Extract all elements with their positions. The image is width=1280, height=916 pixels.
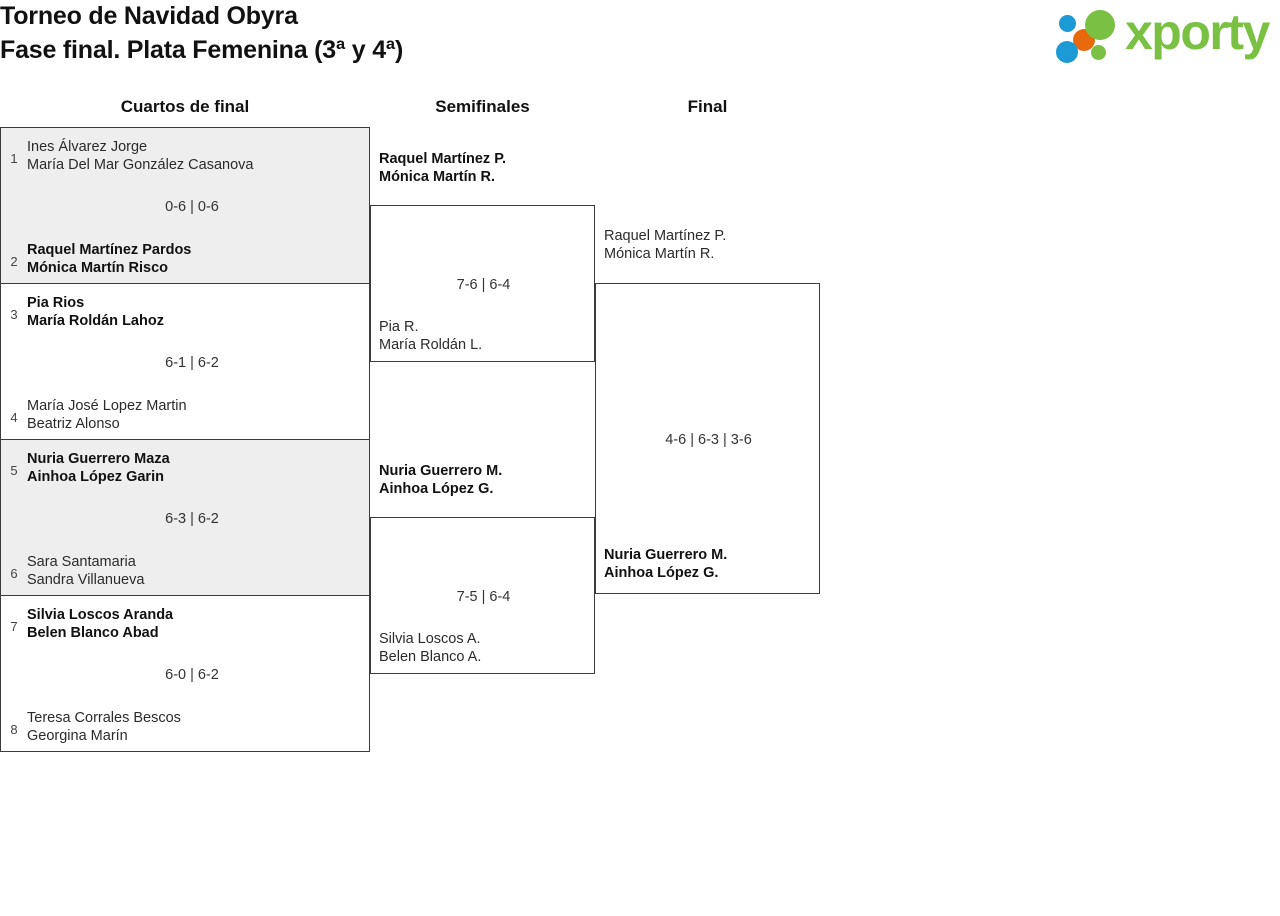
player-name: Nuria Guerrero M. <box>379 463 503 479</box>
player-name: Sandra Villanueva <box>27 572 145 588</box>
quarterfinal-match-3[interactable]: 5 Nuria Guerrero Maza Ainhoa López Garin… <box>0 439 370 596</box>
player-name: Nuria Guerrero M. <box>604 547 728 563</box>
player-name: Georgina Marín <box>27 728 128 744</box>
player-name: Belen Blanco Abad <box>27 625 159 641</box>
player-name: Belen Blanco A. <box>379 649 482 665</box>
semifinal-match-1[interactable]: Raquel Martínez P. Mónica Martín R. 7-6 … <box>370 151 595 362</box>
team-entry[interactable]: Nuria Guerrero M. Ainhoa López G. <box>604 546 816 582</box>
player-name: Silvia Loscos A. <box>379 631 481 647</box>
quarterfinal-match-2[interactable]: 3 Pia Rios María Roldán Lahoz 6-1 | 6-2 … <box>0 283 370 440</box>
team-entry[interactable]: Teresa Corrales Bescos Georgina Marín <box>27 709 357 745</box>
logo-dot-green-large <box>1085 10 1115 40</box>
page-header: Torneo de Navidad Obyra Fase final. Plat… <box>0 0 1280 80</box>
player-name: María Roldán L. <box>379 337 483 353</box>
player-name: Sara Santamaria <box>27 554 136 570</box>
team-entry[interactable]: Silvia Loscos Aranda Belen Blanco Abad <box>27 606 357 642</box>
player-name: Mónica Martín R. <box>604 246 715 262</box>
player-name: Silvia Loscos Aranda <box>27 607 174 623</box>
team-entry[interactable]: Raquel Martínez Pardos Mónica Martín Ris… <box>27 241 357 277</box>
team-entry[interactable]: Raquel Martínez P. Mónica Martín R. <box>379 150 591 186</box>
team-entry[interactable]: Silvia Loscos A. Belen Blanco A. <box>379 630 591 666</box>
player-name: Pia R. <box>379 319 419 335</box>
player-name: Mónica Martín R. <box>379 169 496 185</box>
player-name: Nuria Guerrero Maza <box>27 451 170 467</box>
seed-number: 7 <box>10 619 18 634</box>
match-score: 6-3 | 6-2 <box>165 511 219 527</box>
team-entry[interactable]: Pia R. María Roldán L. <box>379 318 591 354</box>
player-name: Raquel Martínez Pardos <box>27 242 192 258</box>
player-name: María José Lopez Martin <box>27 398 187 414</box>
player-name: Raquel Martínez P. <box>379 151 507 167</box>
player-name: María Roldán Lahoz <box>27 313 164 329</box>
player-name: Beatriz Alonso <box>27 416 120 432</box>
team-entry[interactable]: Raquel Martínez P. Mónica Martín R. <box>604 227 816 263</box>
quarterfinal-match-4[interactable]: 7 Silvia Loscos Aranda Belen Blanco Abad… <box>0 595 370 752</box>
player-name: Ainhoa López G. <box>604 565 719 581</box>
seed-number: 4 <box>10 410 18 425</box>
logo-dot-green-small <box>1091 45 1106 60</box>
team-entry[interactable]: Nuria Guerrero Maza Ainhoa López Garin <box>27 450 357 486</box>
round-header-semifinals: Semifinales <box>435 97 530 116</box>
page-title: Torneo de Navidad Obyra <box>0 2 298 30</box>
xporty-logo: xporty <box>1053 4 1275 64</box>
player-name: Raquel Martínez P. <box>604 228 727 244</box>
team-entry[interactable]: Nuria Guerrero M. Ainhoa López G. <box>379 462 591 498</box>
player-name: Mónica Martín Risco <box>27 260 168 276</box>
seed-number: 6 <box>10 566 18 581</box>
player-name: Teresa Corrales Bescos <box>27 710 181 726</box>
player-name: María Del Mar González Casanova <box>27 157 254 173</box>
team-entry[interactable]: María José Lopez Martin Beatriz Alonso <box>27 397 357 433</box>
final-match[interactable]: Raquel Martínez P. Mónica Martín R. 4-6 … <box>595 228 820 594</box>
seed-number: 2 <box>10 254 18 269</box>
match-score: 7-5 | 6-4 <box>456 589 511 605</box>
player-name: Ainhoa López Garin <box>27 469 164 485</box>
match-score: 0-6 | 0-6 <box>165 199 219 215</box>
player-name: Ainhoa López G. <box>379 481 494 497</box>
team-entry[interactable]: Pia Rios María Roldán Lahoz <box>27 294 357 330</box>
quarterfinal-match-1[interactable]: 1 Ines Álvarez Jorge María Del Mar Gonzá… <box>0 127 370 284</box>
semifinal-match-2[interactable]: Nuria Guerrero M. Ainhoa López G. 7-5 | … <box>370 463 595 674</box>
round-header-quarterfinals: Cuartos de final <box>120 97 250 116</box>
match-score: 6-0 | 6-2 <box>165 667 219 683</box>
match-score: 6-1 | 6-2 <box>165 355 219 371</box>
logo-wordmark: xporty <box>1125 4 1270 60</box>
logo-dot-blue-bottom <box>1056 41 1078 63</box>
round-header-final: Final <box>687 97 728 116</box>
player-name: Pia Rios <box>27 295 85 311</box>
seed-number: 8 <box>10 722 18 737</box>
seed-number: 1 <box>10 151 18 166</box>
logo-dot-blue-top <box>1059 15 1076 32</box>
match-score: 7-6 | 6-4 <box>456 277 511 293</box>
player-name: Ines Álvarez Jorge <box>27 139 148 155</box>
seed-number: 5 <box>10 463 18 478</box>
team-entry[interactable]: Ines Álvarez Jorge María Del Mar Gonzále… <box>27 138 357 174</box>
seed-number: 3 <box>10 307 18 322</box>
page-subtitle: Fase final. Plata Femenina (3ª y 4ª) <box>0 36 404 64</box>
tournament-bracket: 1 Ines Álvarez Jorge María Del Mar Gonzá… <box>0 127 1280 755</box>
team-entry[interactable]: Sara Santamaria Sandra Villanueva <box>27 553 357 589</box>
match-score: 4-6 | 6-3 | 3-6 <box>665 432 752 448</box>
